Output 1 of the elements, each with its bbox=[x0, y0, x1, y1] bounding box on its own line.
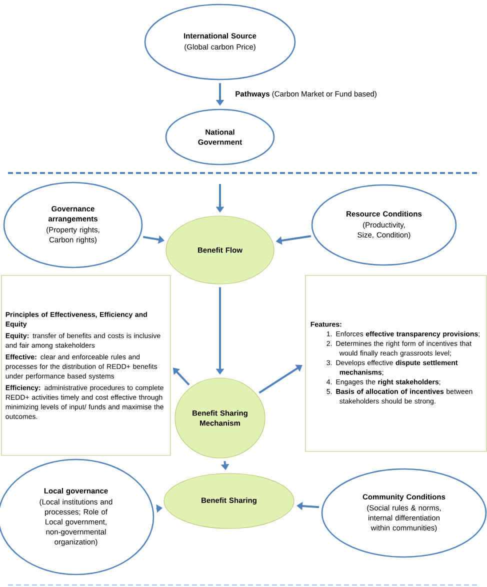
arrow bbox=[258, 364, 302, 394]
